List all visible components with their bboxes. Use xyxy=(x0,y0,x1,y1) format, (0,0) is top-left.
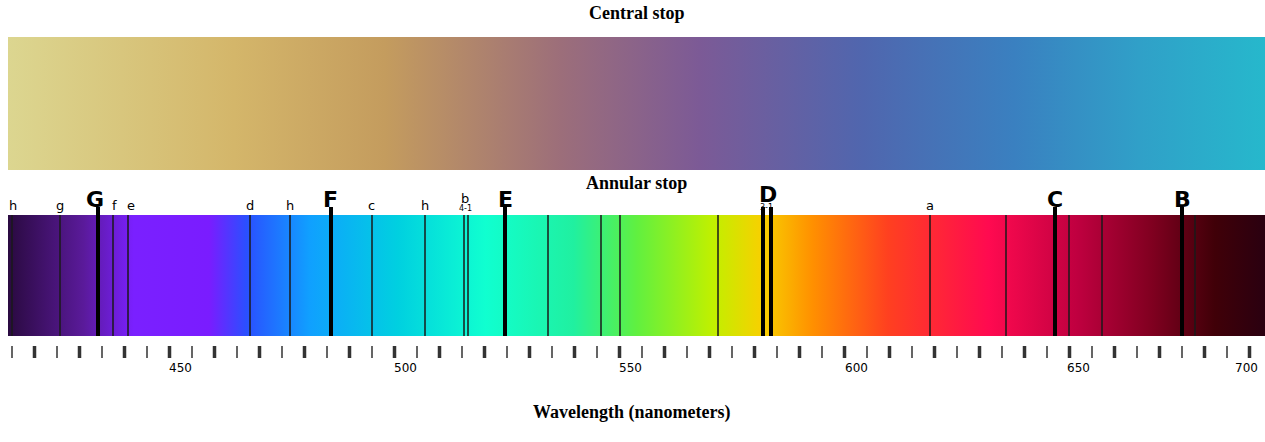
line-letter: e xyxy=(127,199,135,213)
band-heading: Central stop xyxy=(589,4,685,24)
line-letter: h xyxy=(421,199,429,213)
axis-number: 500 xyxy=(394,362,417,375)
line-letter: h xyxy=(286,199,294,213)
line-subscript: 3-1 xyxy=(760,204,773,213)
line-letter: d xyxy=(246,199,254,213)
line-letter: F xyxy=(323,188,338,212)
line-letter: B xyxy=(1174,188,1191,212)
axis-number: 650 xyxy=(1067,362,1090,375)
spectrum-band: Central stop xyxy=(8,0,1265,170)
spectrum-band: Annular stop xyxy=(8,172,1265,336)
central-band xyxy=(8,37,1265,170)
line-letter: g xyxy=(56,199,64,213)
line-letter: h xyxy=(9,199,17,213)
strong-lines xyxy=(98,207,1182,336)
line-letter: a xyxy=(926,199,934,213)
line-subscript: 4-1 xyxy=(459,205,472,214)
axis-number: 600 xyxy=(845,362,868,375)
axis-number: 550 xyxy=(619,362,642,375)
line-letter: C xyxy=(1047,188,1063,212)
absorption-lines xyxy=(12,215,1195,336)
axis-number: 700 xyxy=(1235,362,1258,375)
line-letter: E xyxy=(498,188,513,212)
axis-number: 450 xyxy=(169,362,192,375)
line-letter: c xyxy=(368,199,375,213)
axis-ticks xyxy=(35,346,1250,358)
spectrum-band xyxy=(8,215,1265,336)
line-letter: f xyxy=(112,199,117,213)
line-letter: G xyxy=(86,188,104,212)
band-heading: Annular stop xyxy=(586,174,687,194)
axis-title: Wavelength (nanometers) xyxy=(533,403,730,423)
